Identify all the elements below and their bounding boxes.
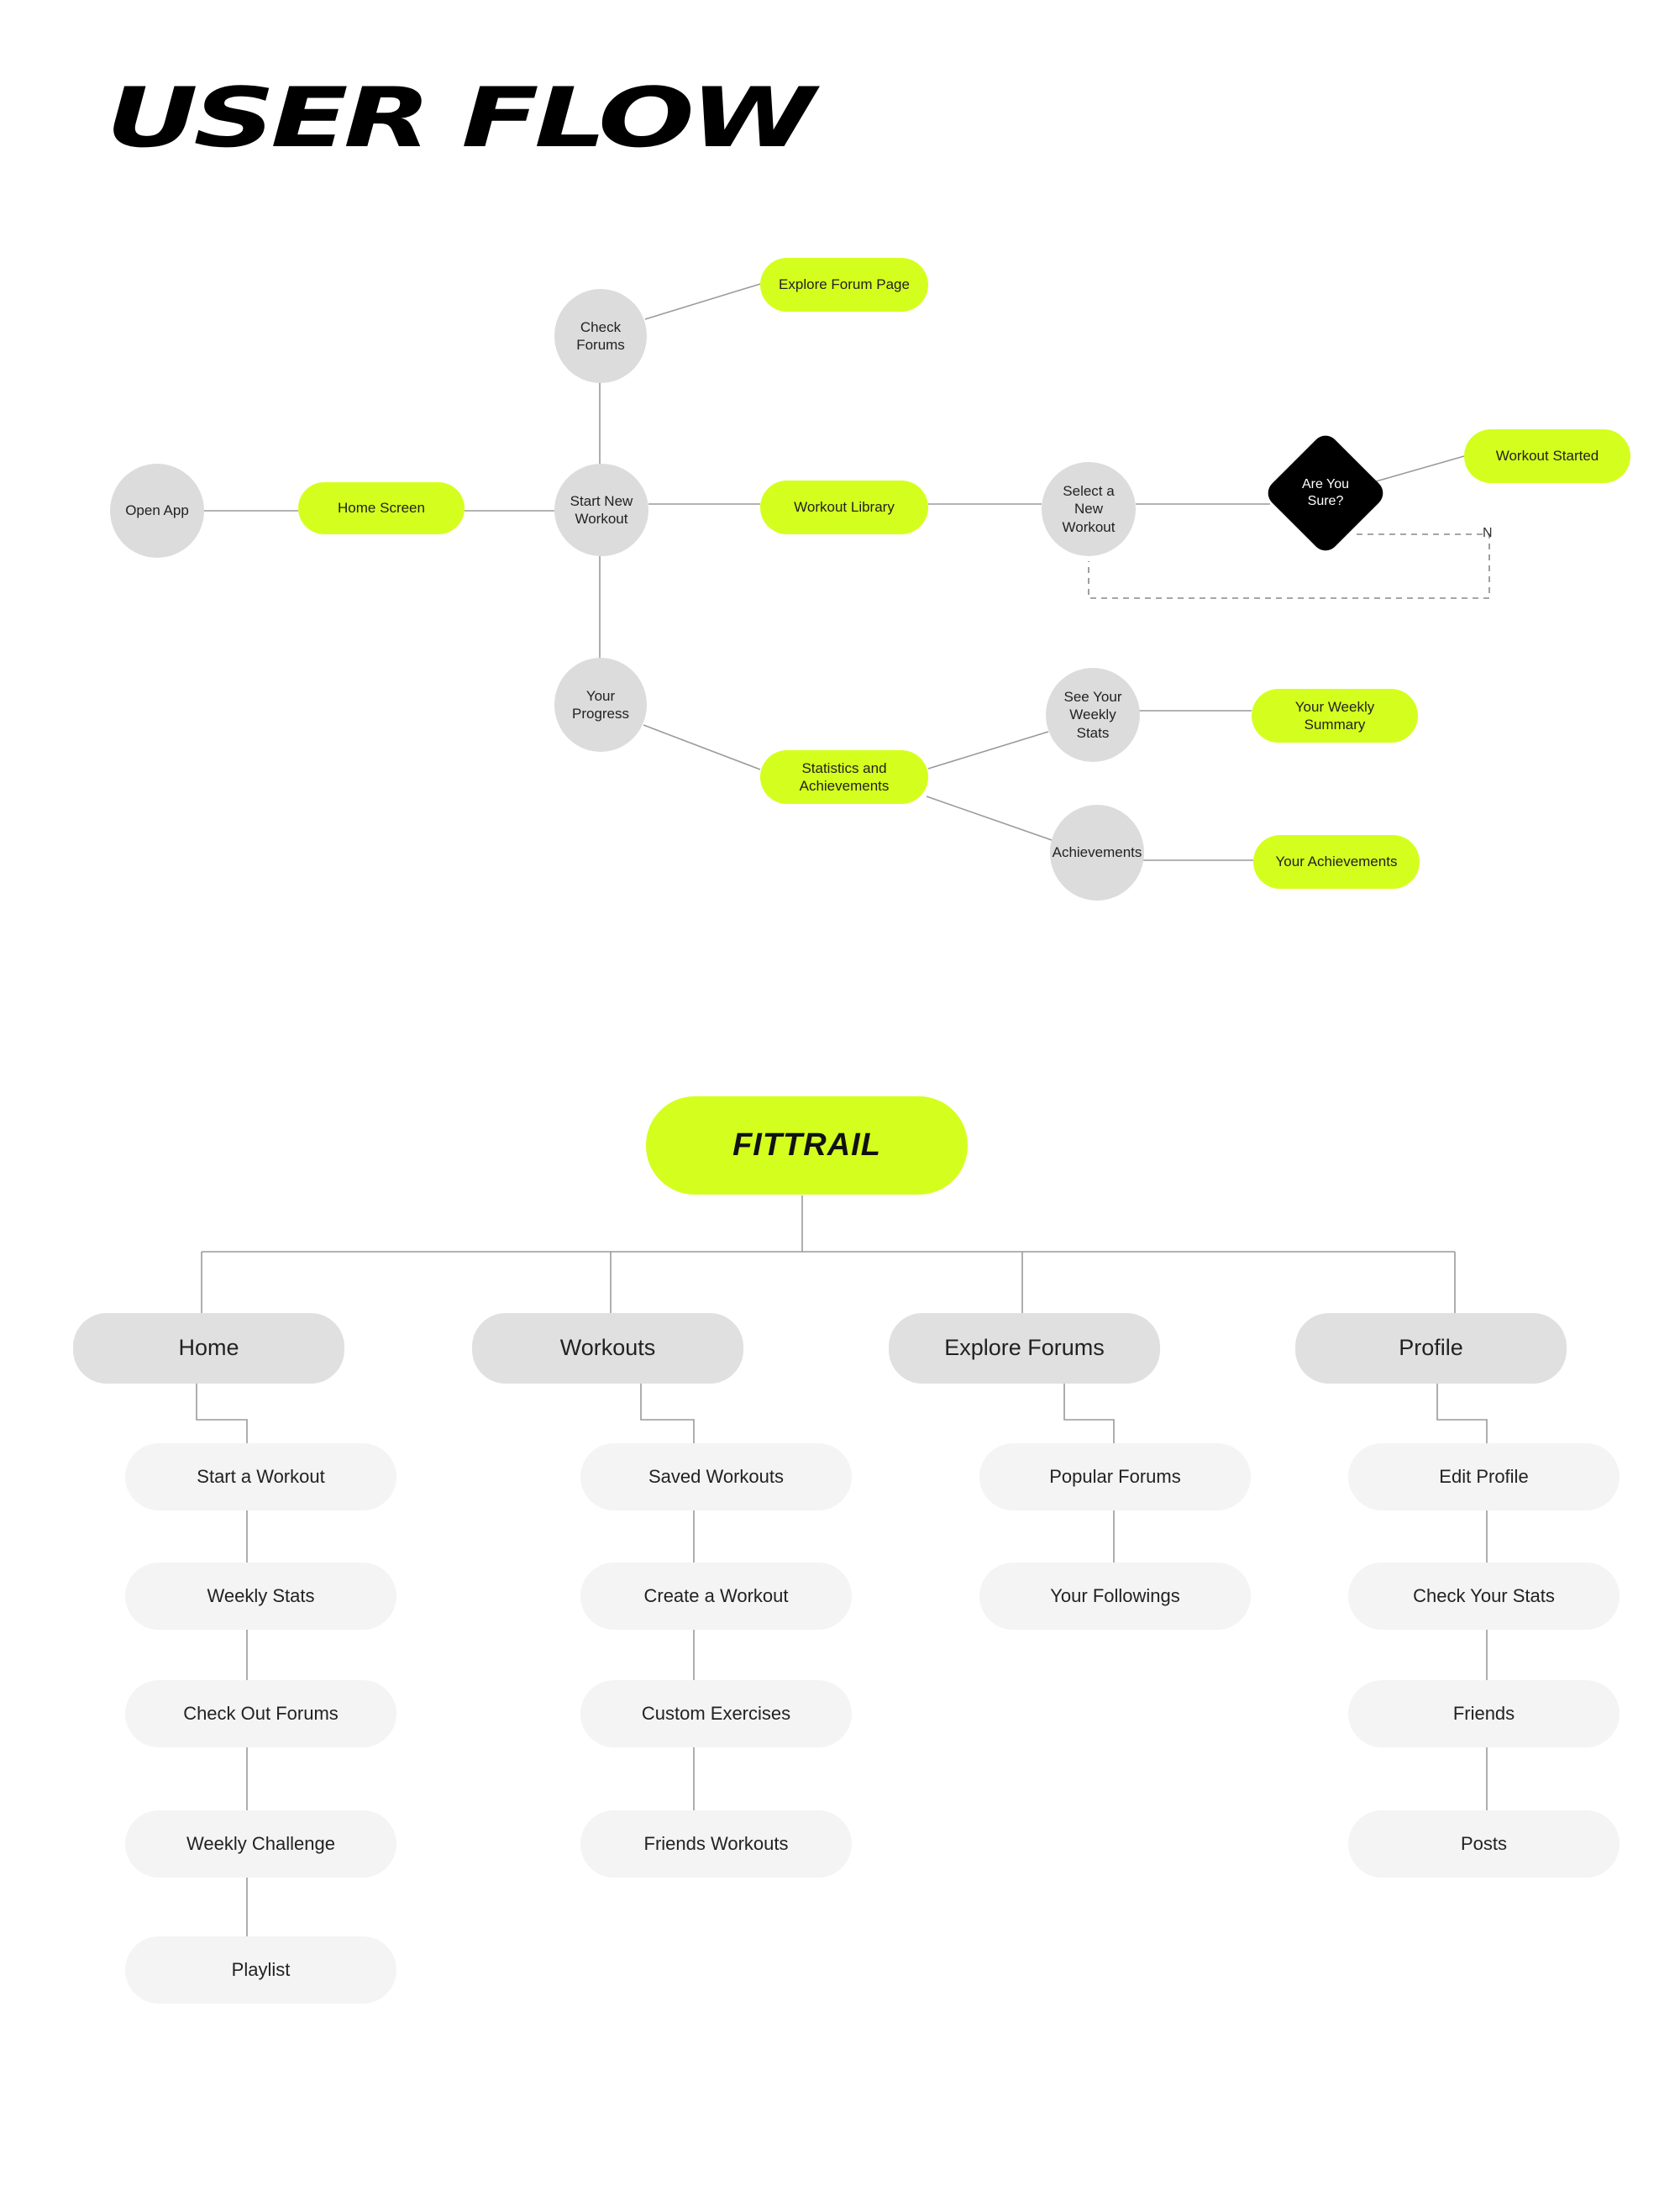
start-new-workout-node: Start New Workout (554, 464, 648, 556)
home-item-weekly-challenge: Weekly Challenge (125, 1810, 396, 1878)
select-new-workout-node: Select a New Workout (1042, 462, 1136, 556)
home-item-weekly-stats: Weekly Stats (125, 1563, 396, 1630)
section-explore-forums: Explore Forums (889, 1313, 1160, 1384)
workout-started-node: Workout Started (1464, 429, 1630, 483)
profile-item-friends: Friends (1348, 1680, 1620, 1747)
no-branch-label: N (1483, 526, 1493, 540)
section-home: Home (73, 1313, 344, 1384)
workouts-item-saved: Saved Workouts (580, 1443, 852, 1510)
your-progress-node: Your Progress (554, 658, 647, 752)
section-profile: Profile (1295, 1313, 1567, 1384)
weekly-summary-node: Your Weekly Summary (1252, 689, 1418, 743)
check-forums-node: Check Forums (554, 289, 647, 383)
statistics-achievements-node: Statistics and Achievements (760, 750, 928, 804)
home-item-check-out-forums: Check Out Forums (125, 1680, 396, 1747)
are-you-sure-label: Are You Sure? (1301, 477, 1350, 508)
forums-item-followings: Your Followings (979, 1563, 1251, 1630)
achievements-node: Achievements (1050, 805, 1144, 901)
workouts-item-create: Create a Workout (580, 1563, 852, 1630)
workouts-item-custom-exercises: Custom Exercises (580, 1680, 852, 1747)
profile-item-posts: Posts (1348, 1810, 1620, 1878)
workouts-item-friends: Friends Workouts (580, 1810, 852, 1878)
page-title: USER FLOW (106, 71, 816, 166)
sitemap-root: FITTRAIL (646, 1096, 968, 1195)
home-item-start-workout: Start a Workout (125, 1443, 396, 1510)
explore-forum-page-node: Explore Forum Page (760, 258, 928, 312)
open-app-node: Open App (110, 464, 204, 558)
no-return-path (1088, 533, 1490, 599)
home-item-playlist: Playlist (125, 1936, 396, 2004)
section-workouts: Workouts (472, 1313, 743, 1384)
profile-item-edit: Edit Profile (1348, 1443, 1620, 1510)
forums-item-popular: Popular Forums (979, 1443, 1251, 1510)
your-achievements-node: Your Achievements (1253, 835, 1420, 889)
home-screen-node: Home Screen (298, 482, 465, 534)
profile-item-check-stats: Check Your Stats (1348, 1563, 1620, 1630)
see-weekly-stats-node: See Your Weekly Stats (1046, 668, 1140, 762)
workout-library-node: Workout Library (760, 481, 928, 534)
